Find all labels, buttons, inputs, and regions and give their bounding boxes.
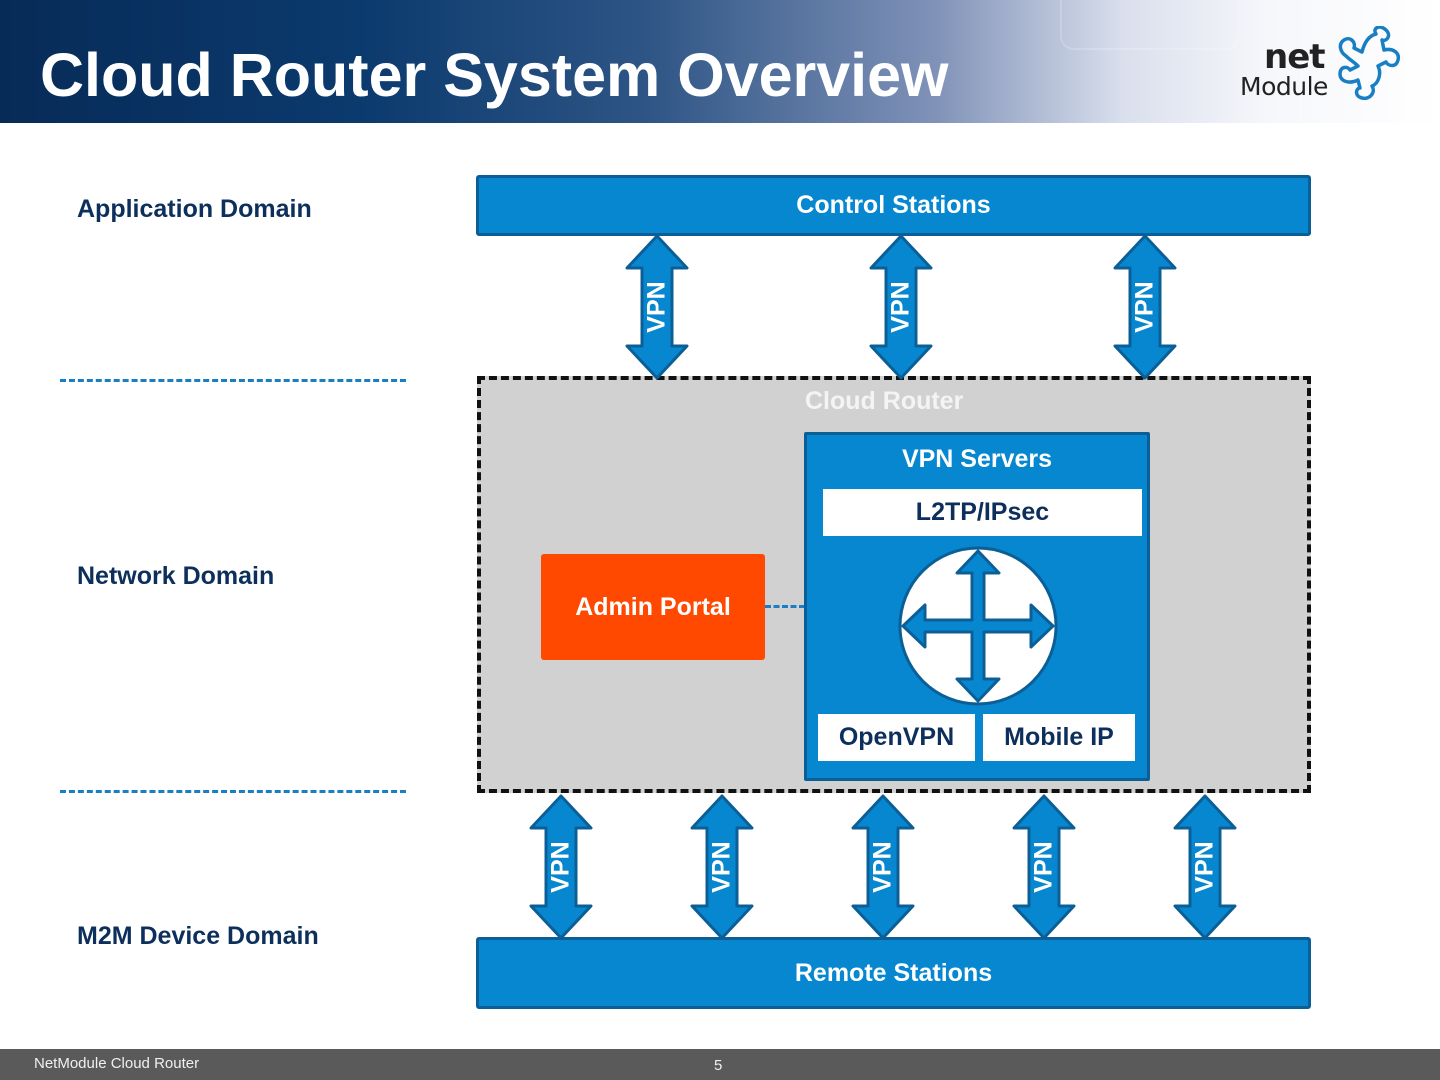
footer-text: NetModule Cloud Router [34, 1055, 200, 1072]
control-stations-box: Control Stations [476, 175, 1311, 236]
vpn-link-label: VPN [1130, 281, 1159, 333]
domain-separator [60, 790, 406, 793]
admin-portal-box: Admin Portal [541, 554, 765, 660]
control-stations-label: Control Stations [796, 191, 991, 219]
protocol-mobile-ip: Mobile IP [983, 714, 1135, 761]
domain-label-m2m-device: M2M Device Domain [77, 922, 319, 950]
vpn-link-label: VPN [1190, 841, 1219, 893]
puzzle-piece-icon [1338, 26, 1401, 101]
double-arrow-icon [529, 794, 593, 940]
protocol-label: Mobile IP [1004, 723, 1114, 751]
vpn-link-label: VPN [546, 841, 575, 893]
page-number: 5 [714, 1057, 723, 1074]
double-arrow-icon [869, 234, 933, 380]
netmodule-logo: net Module [1236, 26, 1406, 106]
vpn-link-label: VPN [642, 281, 671, 333]
logo-text-net: net [1264, 37, 1326, 77]
admin-portal-connector [765, 605, 805, 608]
logo-text-module: Module [1240, 72, 1328, 101]
domain-separator [60, 379, 406, 382]
double-arrow-icon [1113, 234, 1177, 380]
vpn-link-arrow: VPN [868, 234, 934, 380]
domain-label-network: Network Domain [77, 562, 275, 590]
vpn-link-label: VPN [707, 841, 736, 893]
router-crossed-arrows-icon [898, 546, 1058, 706]
vpn-link-arrow: VPN [1112, 234, 1178, 380]
remote-stations-label: Remote Stations [794, 958, 993, 987]
vpn-link-arrow: VPN [850, 794, 916, 940]
slide-header: Cloud Router System Overview net Module [0, 0, 1440, 123]
double-arrow-icon [1173, 794, 1237, 940]
slide-footer: NetModule Cloud Router 5 [0, 1049, 1440, 1080]
slide-title: Cloud Router System Overview [40, 41, 949, 109]
header-decoration [1350, 0, 1430, 20]
vpn-link-label: VPN [886, 281, 915, 333]
vpn-link-label: VPN [1029, 841, 1058, 893]
remote-stations-box: Remote Stations [476, 937, 1311, 1009]
header-decoration [1300, 60, 1440, 123]
protocol-label: OpenVPN [838, 723, 955, 751]
double-arrow-icon [625, 234, 689, 380]
vpn-servers-label: VPN Servers [901, 445, 1053, 473]
cloud-router-label: Cloud Router [805, 387, 964, 415]
header-decoration [1060, 0, 1240, 50]
admin-portal-label: Admin Portal [575, 592, 731, 621]
vpn-link-arrow: VPN [689, 794, 755, 940]
protocol-l2tp-ipsec: L2TP/IPsec [823, 489, 1142, 536]
double-arrow-icon [690, 794, 754, 940]
double-arrow-icon [1012, 794, 1076, 940]
domain-label-application: Application Domain [77, 195, 312, 223]
double-arrow-icon [851, 794, 915, 940]
vpn-link-arrow: VPN [528, 794, 594, 940]
protocol-label: L2TP/IPsec [915, 498, 1050, 526]
vpn-link-arrow: VPN [624, 234, 690, 380]
vpn-link-arrow: VPN [1011, 794, 1077, 940]
protocol-openvpn: OpenVPN [818, 714, 975, 761]
vpn-link-label: VPN [868, 841, 897, 893]
vpn-link-arrow: VPN [1172, 794, 1238, 940]
